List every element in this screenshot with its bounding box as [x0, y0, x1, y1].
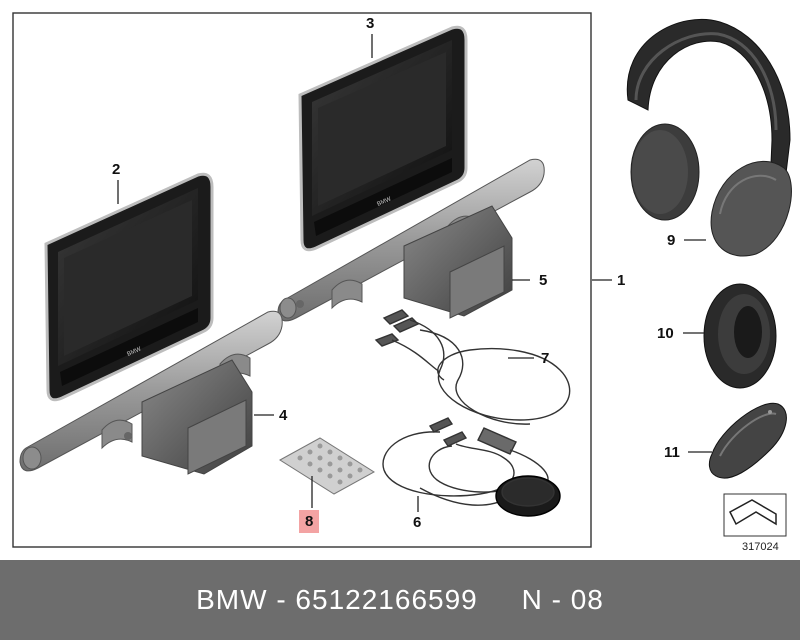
holder-bar-5: [277, 158, 545, 322]
callout-6: 6: [413, 514, 422, 531]
callout-3: 3: [366, 15, 375, 32]
battery-cover-11: [708, 402, 787, 479]
remote-control-8: [279, 437, 375, 495]
callout-7: 7: [541, 350, 550, 367]
callout-11: 11: [664, 444, 680, 461]
holder-bar-4: [19, 310, 283, 475]
callout-2: 2: [112, 161, 121, 178]
monitor-2: BMW: [44, 172, 214, 402]
kit-frame: [12, 12, 592, 548]
cable-6: [382, 417, 561, 517]
callout-1: 1: [617, 272, 626, 289]
callout-9: 9: [667, 232, 676, 249]
monitor-2-brand: BMW: [126, 346, 142, 358]
headphones-9: [626, 18, 792, 257]
leader-lines: [117, 34, 712, 512]
reference-code: 317024: [742, 541, 779, 553]
monitor-3: BMW: [298, 25, 468, 252]
parts-diagram: BMW BMW: [12, 12, 792, 548]
reference-symbol: [723, 493, 787, 537]
callout-5: 5: [539, 272, 548, 289]
footer-bar: BMW - 65122166599 N - 08: [0, 560, 800, 640]
monitor-3-brand: BMW: [376, 196, 392, 208]
ear-pad-10: [703, 283, 777, 389]
cable-7: [374, 309, 571, 425]
callout-4: 4: [279, 407, 288, 424]
part-number-caption: BMW - 65122166599 N - 08: [196, 584, 604, 615]
callout-8: 8: [299, 510, 320, 533]
callout-10: 10: [657, 325, 674, 342]
